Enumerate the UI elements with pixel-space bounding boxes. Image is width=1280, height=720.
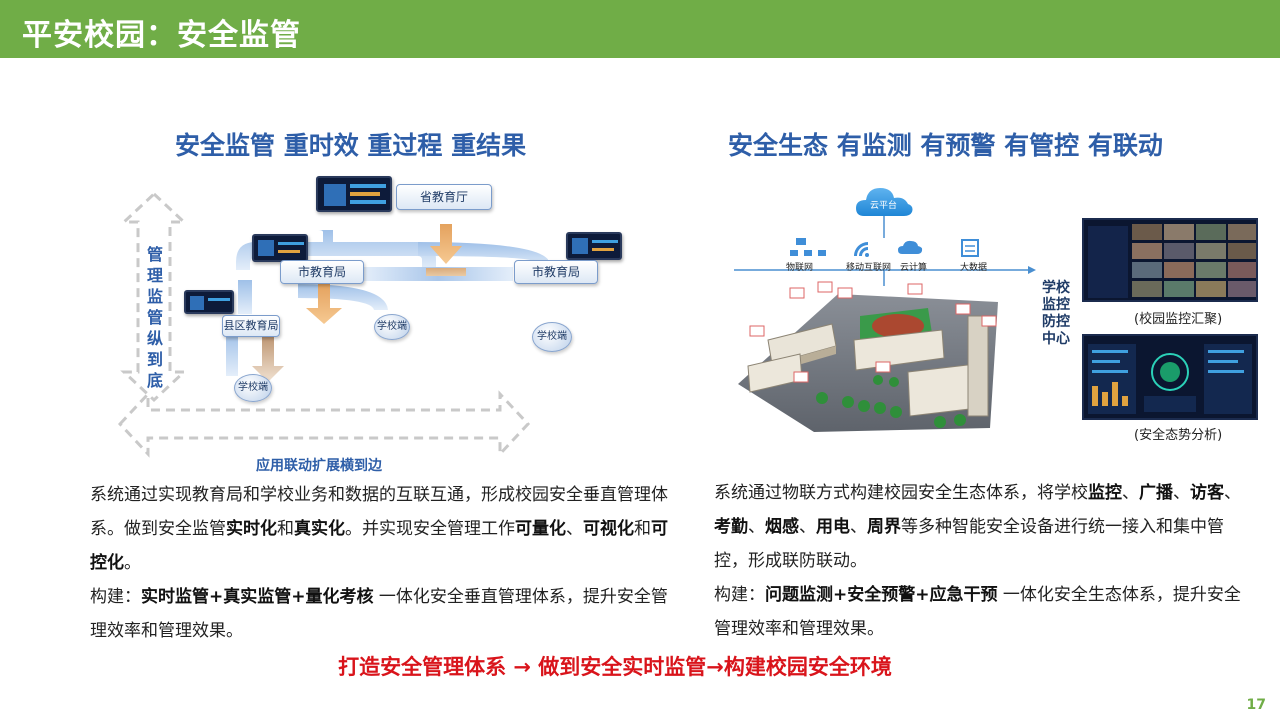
video-wall-sidebar: [1088, 226, 1128, 298]
page-title: 平安校园：安全监管: [22, 18, 301, 53]
bold-text: 烟感: [765, 517, 799, 537]
cloud-platform-label: 云平台: [870, 201, 898, 211]
bold-text: 访客: [1190, 483, 1224, 503]
bold-text: 用电: [816, 517, 850, 537]
text: 、: [799, 517, 816, 537]
text: 构建：: [714, 585, 765, 605]
security-situation-screenshot: [1082, 334, 1258, 420]
right-paragraph-1: 系统通过物联方式构建校园安全生态体系，将学校监控、广播、访客、考勤、烟感、用电、…: [714, 476, 1246, 578]
caption-video-aggregation: (校园监控汇聚): [1134, 312, 1223, 327]
right-paragraph-2: 构建：问题监测+安全预警+应急干预 一体化安全生态体系，提升安全管理效率和管理效…: [714, 578, 1246, 646]
slogan: 打造安全管理体系 → 做到安全实时监管→构建校园安全环境: [338, 655, 892, 679]
bold-text: 可视化: [583, 519, 634, 539]
tech-item-iot: 物联网: [786, 263, 814, 273]
page-number: 17: [1246, 697, 1266, 713]
dashboard-thumbnail: [316, 176, 392, 212]
tech-item-big-data: 大数据: [960, 263, 988, 273]
vertical-axis-label: 管理监管纵到底: [146, 245, 163, 390]
bold-text: 真实化: [294, 519, 345, 539]
node-city-education-bureau-left: 市教育局: [280, 260, 364, 284]
left-paragraph-2: 构建：实时监管+真实监管+量化考核 一体化安全垂直管理体系，提升安全管理效率和管…: [90, 580, 682, 648]
text: 和: [277, 519, 294, 539]
header-bar: 平安校园：安全监管: [0, 0, 1280, 58]
text: 一体化安全垂直管理体系，提升安全管理效率和管理效果。: [90, 587, 668, 641]
text: 、: [566, 519, 583, 539]
right-heading: 安全生态 有监测 有预警 有管控 有联动: [728, 131, 1163, 160]
campus-video-wall-screenshot: [1082, 218, 1258, 302]
text: 。并实现安全管理工作: [345, 519, 515, 539]
text: 等多种智能安全设备进行统一接入和集中管控，形成联防联动。: [714, 517, 1224, 571]
bold-text: 可控化: [90, 519, 668, 573]
campus-iot-diagram: 云平台 物联网 移动互联网 云计算 大数据: [728, 176, 1038, 446]
bold-text: 周界: [867, 517, 901, 537]
text: 系统通过物联方式构建校园安全生态体系，将学校: [714, 483, 1088, 503]
bold-text: 实时监管+真实监管+量化考核: [141, 587, 374, 607]
campus-illustration: [734, 188, 1036, 432]
node-school-bottom: 学校端: [234, 374, 272, 402]
vertical-management-diagram: 管理监管纵到底 省教育厅 市教育局 市教育局 县区教育局 学校端 学校端 学校端: [118, 172, 622, 472]
tech-item-mobile-internet: 移动互联网: [846, 263, 892, 273]
text: 构建：: [90, 587, 141, 607]
dashboard-thumbnail: [184, 290, 234, 314]
video-wall-grid: [1132, 224, 1256, 297]
text: 、: [748, 517, 765, 537]
text: 一体化安全生态体系，提升安全管理效率和管理效果。: [714, 585, 1241, 639]
text: 。: [124, 553, 141, 573]
left-paragraph-1: 系统通过实现教育局和学校业务和数据的互联互通，形成校园安全垂直管理体系。做到安全…: [90, 478, 682, 580]
right-description: 系统通过物联方式构建校园安全生态体系，将学校监控、广播、访客、考勤、烟感、用电、…: [714, 476, 1246, 646]
bold-text: 可量化: [515, 519, 566, 539]
diagram-arrows: [118, 191, 548, 458]
dashboard-thumbnail: [566, 232, 622, 260]
node-city-education-bureau-right: 市教育局: [514, 260, 598, 284]
text: 、: [1122, 483, 1139, 503]
node-county-education-bureau: 县区教育局: [222, 315, 280, 337]
left-heading: 安全监管 重时效 重过程 重结果: [175, 131, 527, 160]
left-description: 系统通过实现教育局和学校业务和数据的互联互通，形成校园安全垂直管理体系。做到安全…: [90, 478, 682, 648]
text: 、: [1224, 483, 1241, 503]
tech-item-cloud-computing: 云计算: [900, 263, 928, 273]
bold-text: 广播: [1139, 483, 1173, 503]
text: 、: [850, 517, 867, 537]
text: 系统通过实现教育局和学校业务和数据的互联互通，形成校园安全垂直管理体系。做到安全…: [90, 485, 668, 539]
caption-situation-analysis: (安全态势分析): [1134, 428, 1223, 443]
text: 、: [1173, 483, 1190, 503]
dashboard-thumbnail: [252, 234, 308, 262]
node-school-mid: 学校端: [374, 314, 410, 340]
situation-dashboard: [1088, 344, 1252, 414]
monitoring-center-label: 学校监控防控中心: [1042, 280, 1070, 347]
bold-text: 监控: [1088, 483, 1122, 503]
bold-text: 考勤: [714, 517, 748, 537]
bold-text: 实时化: [226, 519, 277, 539]
node-province-education-dept: 省教育厅: [396, 184, 492, 210]
text: 和: [634, 519, 651, 539]
bold-text: 问题监测+安全预警+应急干预: [765, 585, 998, 605]
horizontal-axis-label: 应用联动扩展横到边: [256, 458, 382, 474]
node-school-right: 学校端: [532, 322, 572, 352]
